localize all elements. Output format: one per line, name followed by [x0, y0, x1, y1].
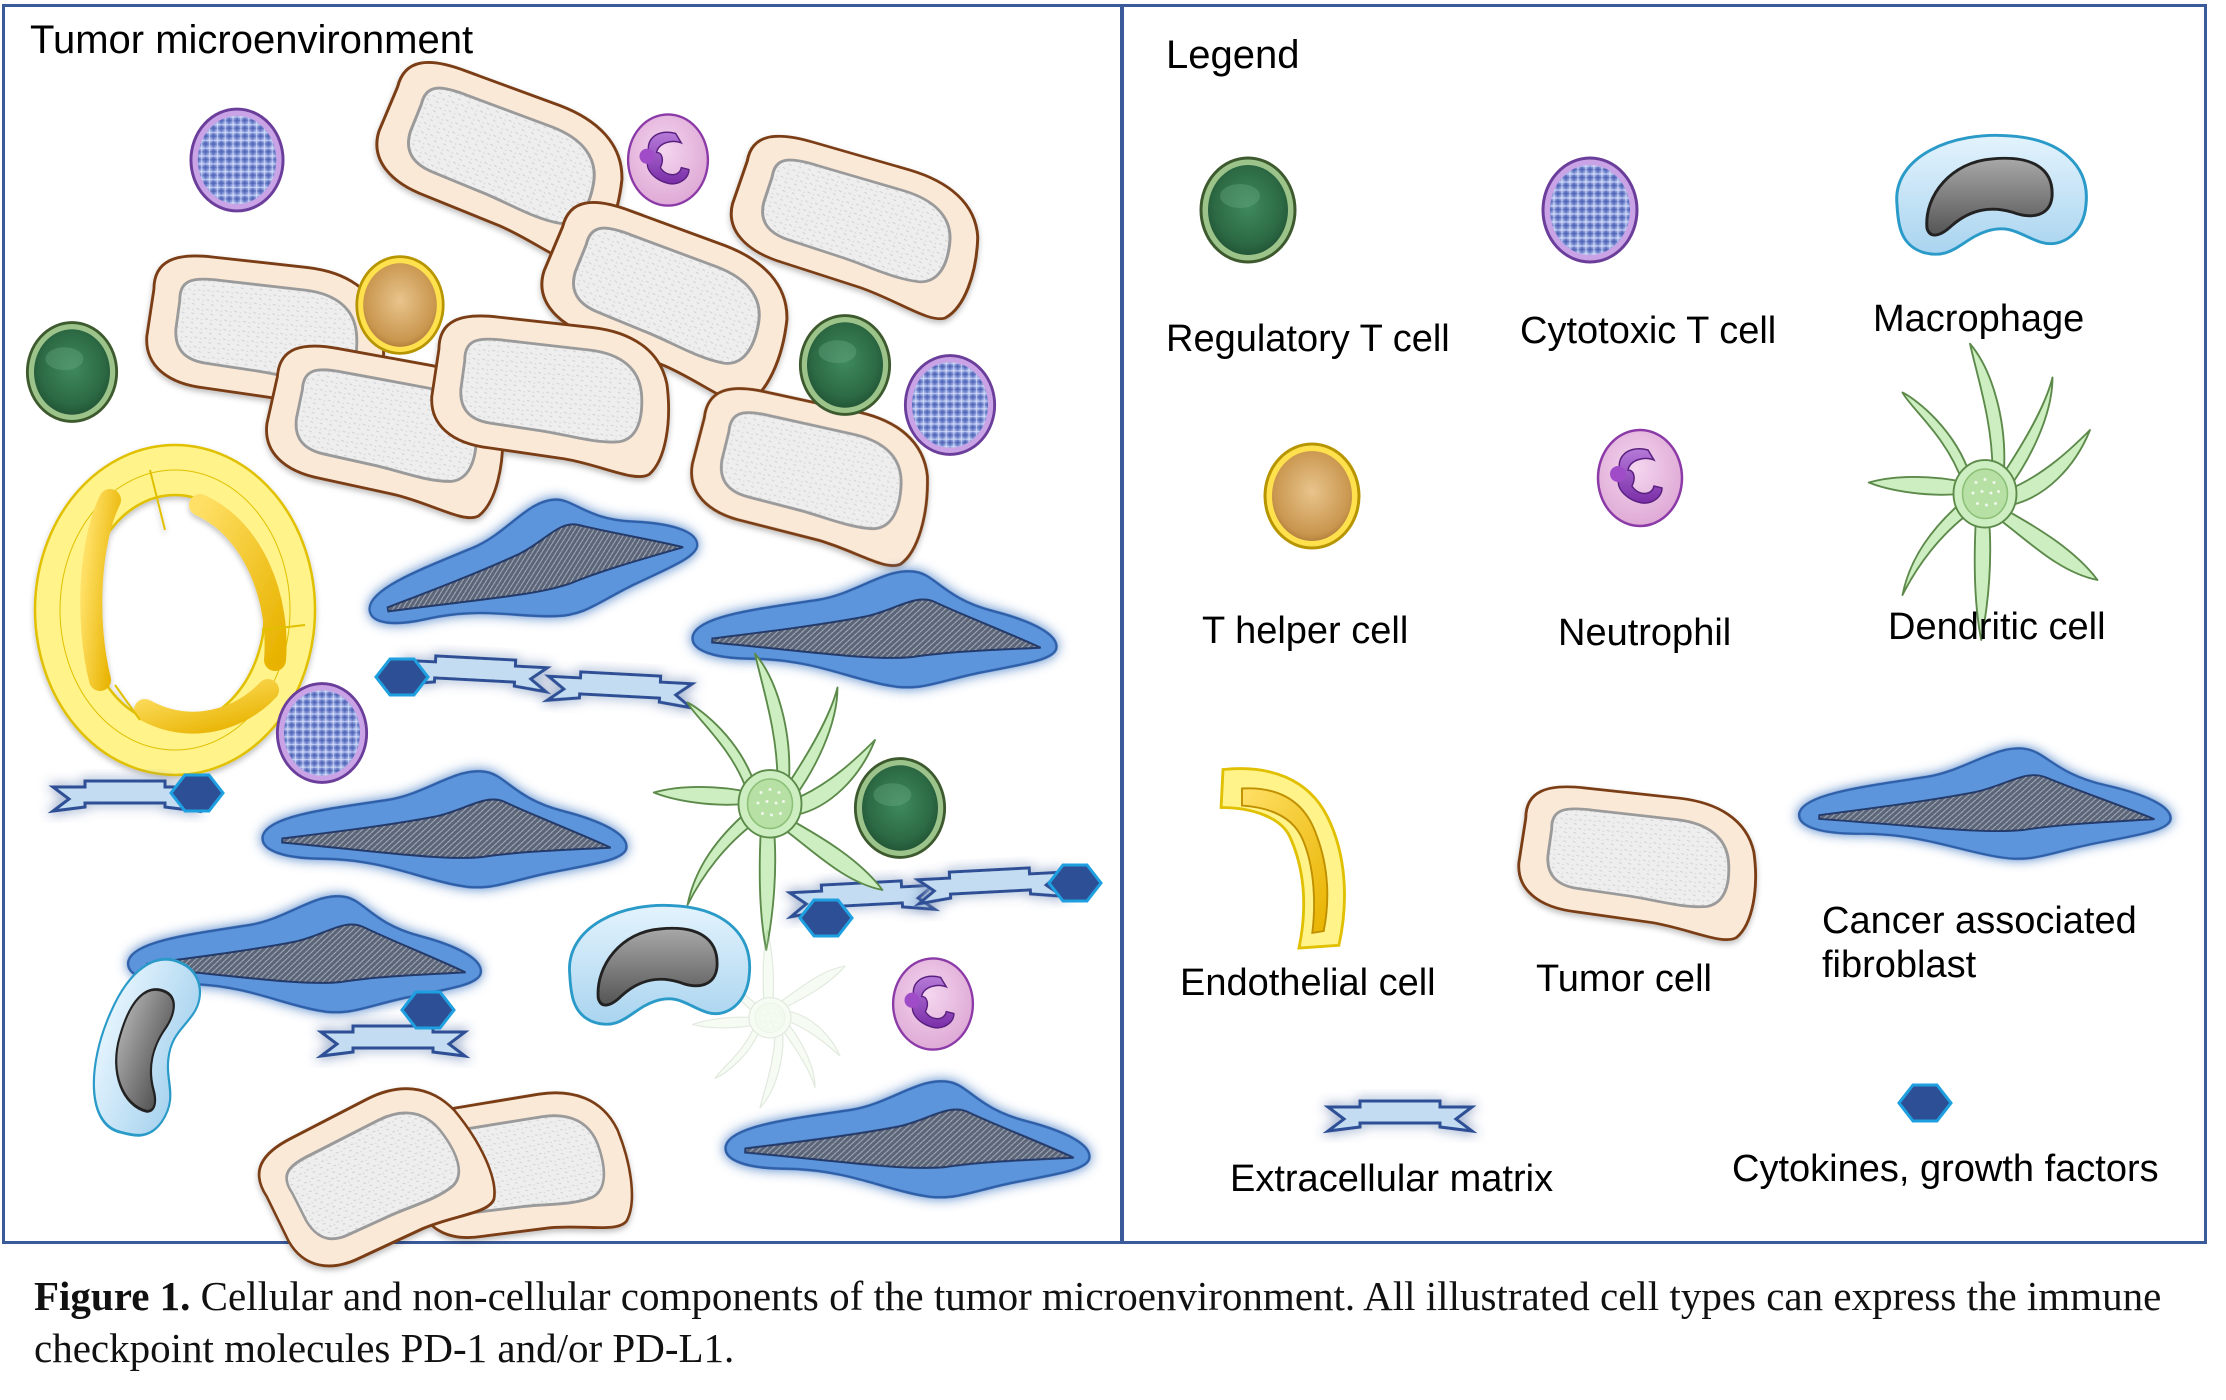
tumor-cell-icon	[1513, 782, 1763, 943]
legend-label-tumor-cell: Tumor cell	[1536, 958, 1712, 1000]
legend-label-dendritic-cell: Dendritic cell	[1888, 606, 2106, 648]
extracellular-matrix	[321, 1026, 465, 1056]
neutrophil-icon	[1596, 428, 1684, 528]
panel-title-tumor-microenvironment: Tumor microenvironment	[30, 18, 474, 62]
dendritic-cell-icon	[1867, 342, 2099, 641]
legend-label-regulatory-t-cell: Regulatory T cell	[1166, 318, 1450, 360]
legend-label-cytokines: Cytokines, growth factors	[1732, 1148, 2159, 1190]
cytotoxic-t-cell	[903, 354, 997, 456]
regulatory-t-cell	[853, 757, 947, 859]
legend-label-cytotoxic-t-cell: Cytotoxic T cell	[1520, 310, 1777, 352]
legend-label-fibroblast-line2: fibroblast	[1822, 943, 1977, 986]
legend-label-cancer-associated-fibroblast: Cancer associated fibroblast	[1822, 900, 2137, 987]
tumor-microenvironment-scene	[25, 49, 1103, 1303]
regulatory-t-cell	[798, 314, 892, 416]
legend-panel	[1120, 4, 2207, 1244]
endothelial-vessel	[33, 443, 317, 777]
legend-label-macrophage: Macrophage	[1873, 298, 2085, 340]
legend-label-endothelial-cell: Endothelial cell	[1180, 962, 1436, 1004]
fibroblast-icon	[1798, 741, 2173, 864]
neutrophil	[626, 113, 710, 207]
regulatory-t-cell	[25, 321, 119, 423]
endothelial-cell-icon	[1219, 767, 1346, 950]
cytotoxic-t-cell	[189, 107, 285, 213]
panel-title-legend: Legend	[1166, 33, 1300, 77]
extracellular-matrix-icon	[1328, 1101, 1472, 1131]
cancer-associated-fibroblast	[356, 476, 705, 649]
tumor-cell	[243, 1057, 509, 1303]
figure-caption: Figure 1. Cellular and non-cellular comp…	[34, 1270, 2194, 1374]
cancer-associated-fibroblast	[724, 1070, 1093, 1205]
extracellular-matrix	[547, 670, 692, 707]
neutrophil	[891, 957, 975, 1051]
tumor-cell	[679, 379, 943, 572]
t-helper-cell-icon	[1263, 442, 1361, 550]
cytotoxic-t-cell	[275, 682, 369, 784]
caption-label: Figure 1.	[34, 1273, 191, 1319]
legend-label-fibroblast-line1: Cancer associated	[1822, 900, 2137, 942]
legend-label-t-helper-cell: T helper cell	[1202, 610, 1409, 652]
legend-label-neutrophil: Neutrophil	[1558, 612, 1732, 654]
cytokine-hexagon-icon	[1897, 1083, 1953, 1123]
macrophage	[568, 903, 752, 1026]
legend-label-extracellular-matrix: Extracellular matrix	[1230, 1158, 1554, 1200]
macrophage	[71, 944, 219, 1147]
cytotoxic-t-cell-icon	[1541, 156, 1639, 264]
extracellular-matrix	[917, 866, 1062, 903]
cancer-associated-fibroblast	[691, 560, 1060, 695]
macrophage-icon	[1895, 133, 2088, 256]
caption-text: Cellular and non-cellular components of …	[34, 1273, 2162, 1371]
regulatory-t-cell-icon	[1199, 156, 1297, 264]
t-helper-cell	[355, 255, 445, 355]
